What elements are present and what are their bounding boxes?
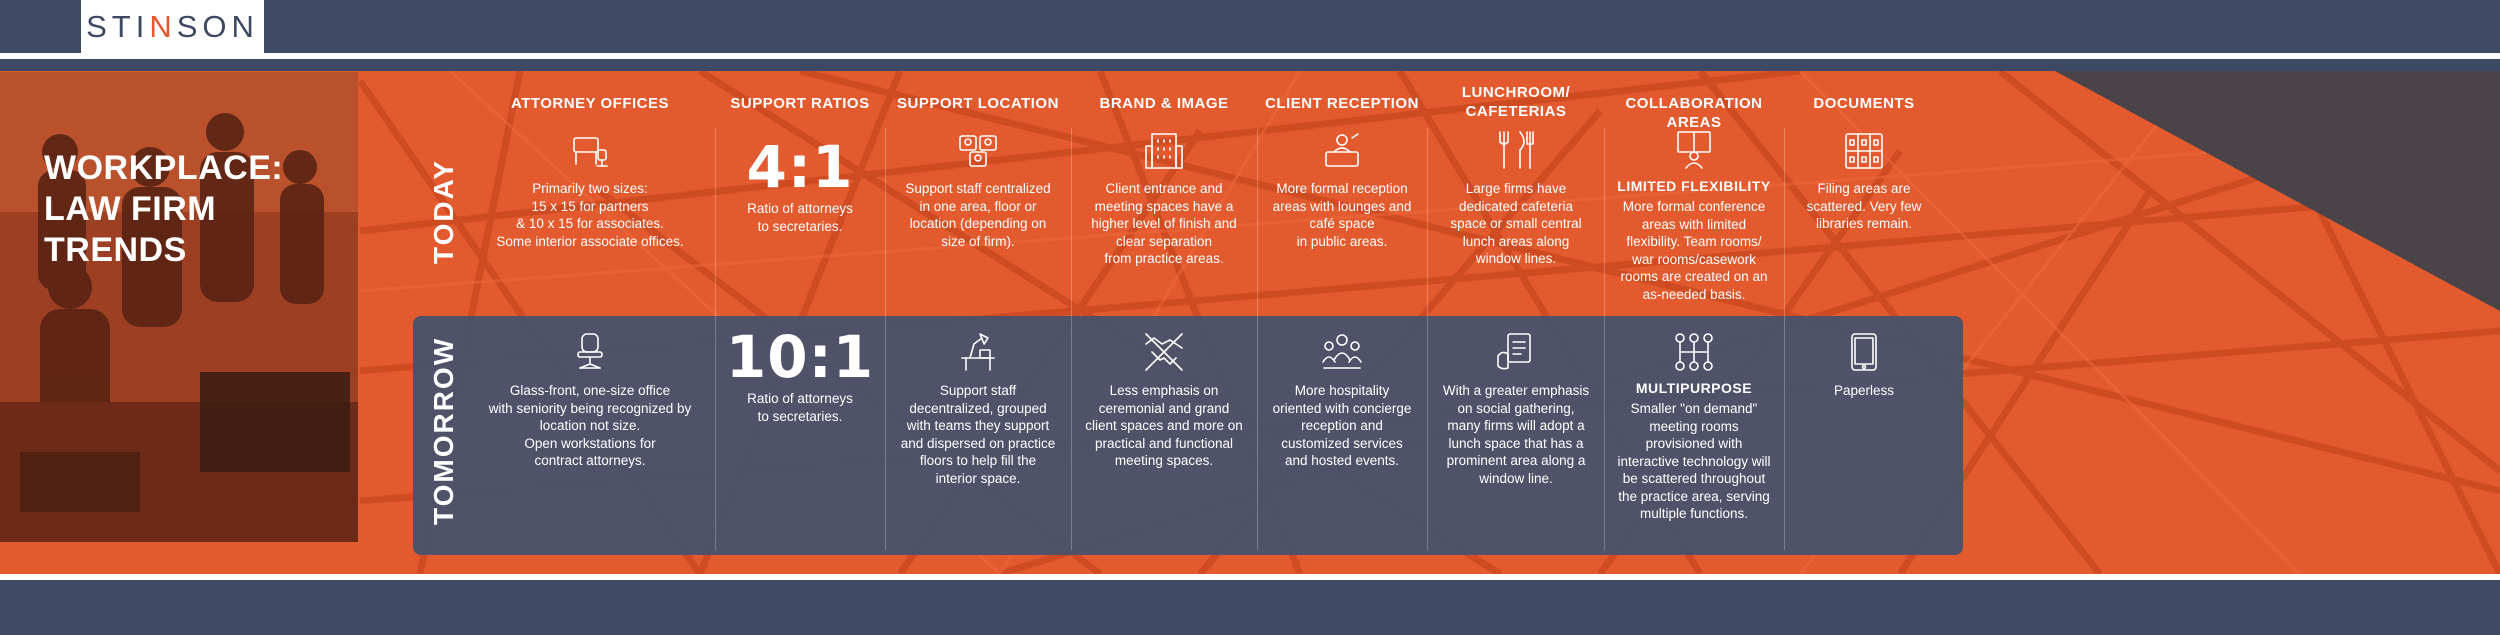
filing-cabinet-icon (1845, 133, 1883, 169)
tomorrow-panel (413, 316, 1963, 555)
trend-column: ATTORNEY OFFICES Primarily two sizes: 15 … (475, 0, 705, 635)
cell-description: More formal reception areas with lounges… (1272, 181, 1412, 249)
ratio-value: 4:1 (746, 133, 854, 201)
tomorrow-cell: Support staff decentralized, grouped wit… (888, 330, 1068, 487)
column-header: ATTORNEY OFFICES (510, 95, 669, 112)
trend-column: CLIENT RECEPTION More formal reception ar… (1257, 0, 1427, 635)
cutlery-icon (1499, 131, 1534, 169)
today-cell: Large firms have dedicated cafeteria spa… (1431, 128, 1601, 268)
trend-column: LUNCHROOM/ CAFETERIAS Large firms have de… (1431, 0, 1601, 635)
column-divider (715, 128, 716, 550)
cell-subhead: MULTIPURPOSE (1635, 380, 1753, 396)
cell-description: Paperless (1833, 383, 1895, 398)
title-line-1: WORKPLACE: (44, 149, 284, 187)
logo: STINSON (81, 0, 264, 53)
column-divider (1071, 128, 1072, 550)
cell-description: Support staff centralized in one area, f… (905, 181, 1051, 249)
page-title: WORKPLACE: LAW FIRM TRENDS (44, 148, 344, 271)
column-divider (885, 128, 886, 550)
column-header: DOCUMENTS (1813, 95, 1915, 112)
cell-description: More hospitality oriented with concierge… (1272, 383, 1412, 468)
column-header: SUPPORT LOCATION (897, 95, 1059, 112)
cell-description: Support staff decentralized, grouped wit… (900, 383, 1056, 486)
column-header: SUPPORT RATIOS (730, 95, 870, 112)
network-nodes-icon (1675, 333, 1713, 371)
handshake-icon (1145, 333, 1183, 371)
tomorrow-cell: Less emphasis on ceremonial and grand cl… (1074, 330, 1254, 470)
cell-description: Glass-front, one-size office with senior… (488, 383, 692, 468)
cell-description: Large firms have dedicated cafeteria spa… (1450, 181, 1582, 266)
office-meeting-photo (0, 72, 358, 542)
today-cell: Primarily two sizes: 15 x 15 for partner… (475, 128, 705, 250)
people-photo-icon (0, 72, 358, 542)
tablet-icon (1851, 333, 1877, 371)
top-divider-line (0, 53, 2500, 59)
top-gap (0, 59, 2500, 71)
tomorrow-cell: With a greater emphasis on social gather… (1431, 330, 1601, 487)
today-cell: More formal reception areas with lounges… (1257, 128, 1427, 250)
building-icon (1145, 133, 1183, 169)
tomorrow-cell: Paperless (1789, 330, 1939, 400)
bottom-bar (0, 580, 2500, 635)
tomorrow-cell: MULTIPURPOSE Smaller "on demand" meeting … (1609, 330, 1779, 523)
column-header: CLIENT RECEPTION (1265, 95, 1419, 112)
column-divider (1257, 128, 1258, 550)
trend-column: COLLABORATION AREAS LIMITED FLEXIBILITY Mo… (1609, 0, 1779, 635)
tomorrow-cell: More hospitality oriented with concierge… (1257, 330, 1427, 470)
tomorrow-cell: Glass-front, one-size office with senior… (475, 330, 705, 470)
column-divider (1784, 128, 1785, 550)
column-header: BRAND & IMAGE (1099, 95, 1229, 112)
cell-description: Primarily two sizes: 15 x 15 for partner… (496, 181, 684, 249)
trend-column: SUPPORT LOCATION Support staff centralize… (888, 0, 1068, 635)
cell-description: Less emphasis on ceremonial and grand cl… (1085, 383, 1243, 468)
row-label-today: TODAY (428, 159, 459, 264)
cell-description: More formal conference areas with limite… (1620, 199, 1768, 302)
bottom-divider-line (0, 574, 2500, 580)
people-group-icon (959, 135, 997, 167)
today-cell: Filing areas are scattered. Very few lib… (1789, 128, 1939, 233)
menu-hand-icon (1497, 333, 1531, 370)
cell-description: Filing areas are scattered. Very few lib… (1806, 181, 1922, 231)
ratio-value: 10:1 (725, 323, 875, 391)
cell-description: With a greater emphasis on social gather… (1442, 383, 1590, 486)
trend-column: DOCUMENTS Filing areas are scattered. Ver… (1789, 0, 1939, 635)
trend-column: BRAND & IMAGE Client entrance and meeting… (1074, 0, 1254, 635)
cell-subhead: LIMITED FLEXIBILITY (1617, 178, 1771, 194)
column-divider (1604, 128, 1605, 550)
today-cell: LIMITED FLEXIBILITY More formal conferenc… (1609, 128, 1779, 303)
today-cell: Support staff centralized in one area, f… (888, 128, 1068, 250)
cell-description: Ratio of attorneys to secretaries. (747, 201, 853, 234)
logo-text: STINSON (86, 8, 259, 44)
column-divider (1427, 128, 1428, 550)
presenter-icon (1677, 131, 1711, 169)
reception-desk-icon (1325, 133, 1359, 167)
office-chair-desk-icon (573, 137, 608, 167)
cell-description: Ratio of attorneys to secretaries. (747, 391, 853, 424)
title-line-3: TRENDS (44, 231, 187, 269)
column-header: COLLABORATION AREAS (1625, 95, 1763, 131)
today-cell: Client entrance and meeting spaces have … (1074, 128, 1254, 268)
row-label-tomorrow: TOMORROW (428, 336, 459, 525)
top-bar (0, 0, 2500, 53)
column-header: LUNCHROOM/ CAFETERIAS (1461, 84, 1571, 120)
desk-lamp-icon (961, 333, 995, 371)
concierge-people-icon (1322, 334, 1362, 369)
office-chair-icon (577, 333, 603, 369)
cell-description: Client entrance and meeting spaces have … (1091, 181, 1237, 266)
title-line-2: LAW FIRM (44, 190, 217, 228)
cell-description: Smaller "on demand" meeting rooms provis… (1617, 401, 1771, 521)
